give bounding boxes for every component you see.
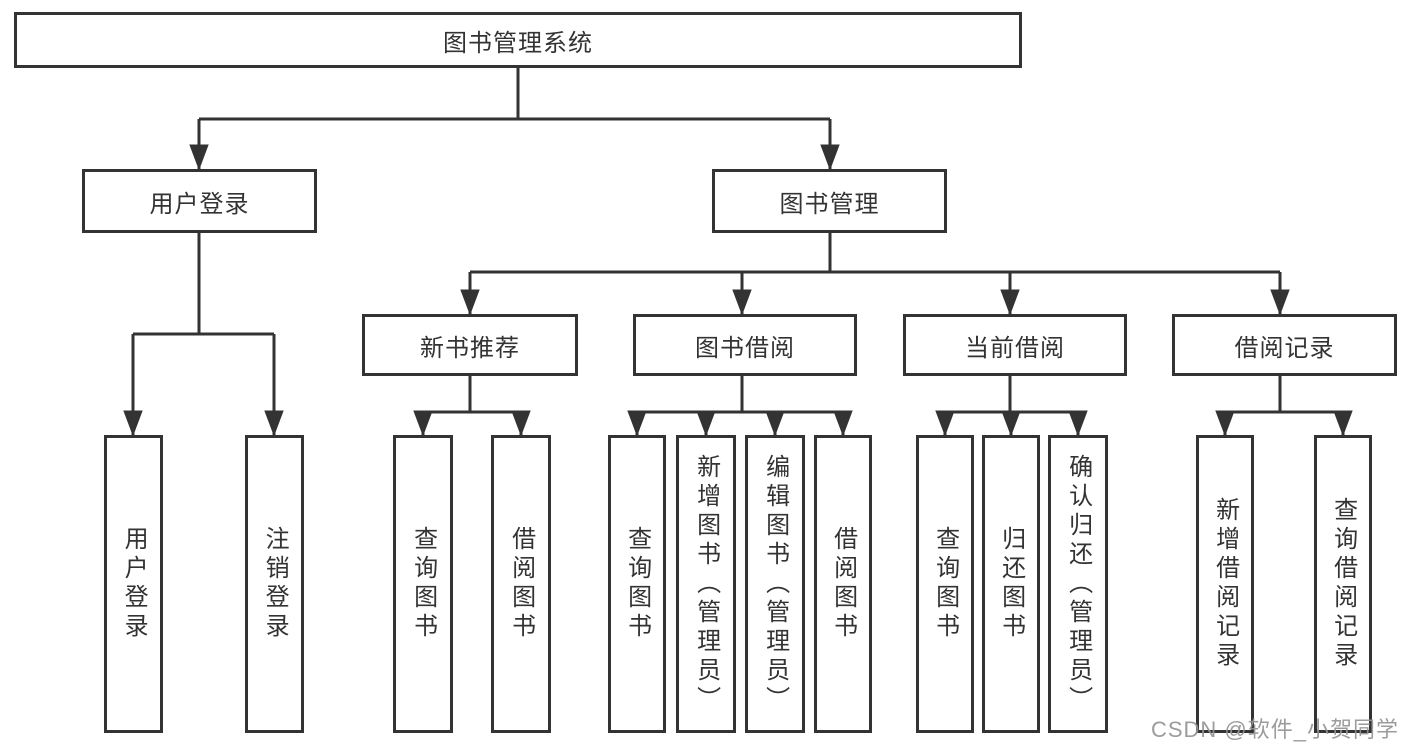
leaf-query-books-current: 查询图书 xyxy=(916,435,974,733)
leaf-query-books-borrowing-label: 查询图书 xyxy=(623,526,651,642)
leaf-query-books-borrowing: 查询图书 xyxy=(608,435,666,733)
node-borrowing-records: 借阅记录 xyxy=(1172,314,1397,376)
leaf-return-books: 归还图书 xyxy=(982,435,1040,733)
leaf-query-borrow-record: 查询借阅记录 xyxy=(1314,435,1372,733)
csdn-watermark: CSDN @软件_小贺同学 xyxy=(1150,717,1399,742)
leaf-query-books-recommend: 查询图书 xyxy=(393,435,453,733)
leaf-query-borrow-record-label: 查询借阅记录 xyxy=(1329,497,1357,671)
leaf-logout: 注销登录 xyxy=(245,435,304,733)
leaf-confirm-return-admin: 确认归还（管理员） xyxy=(1048,435,1108,733)
leaf-return-books-label: 归还图书 xyxy=(997,526,1025,642)
leaf-user-login: 用户登录 xyxy=(104,435,163,733)
node-book-borrowing: 图书借阅 xyxy=(633,314,857,376)
leaf-add-borrow-record-label: 新增借阅记录 xyxy=(1211,497,1239,671)
leaf-confirm-return-admin-label: 确认归还（管理员） xyxy=(1064,453,1092,715)
leaf-borrow-books-recommend-label: 借阅图书 xyxy=(507,526,535,642)
leaf-logout-label: 注销登录 xyxy=(261,526,289,642)
node-user-login: 用户登录 xyxy=(82,169,317,233)
leaf-query-books-recommend-label: 查询图书 xyxy=(409,526,437,642)
node-book-management: 图书管理 xyxy=(712,169,947,233)
node-new-book-recommend: 新书推荐 xyxy=(362,314,578,376)
node-current-borrowing: 当前借阅 xyxy=(903,314,1127,376)
leaf-add-books-admin-label: 新增图书（管理员） xyxy=(692,453,720,715)
leaf-borrow-books-borrowing: 借阅图书 xyxy=(814,435,872,733)
leaf-borrow-books-borrowing-label: 借阅图书 xyxy=(829,526,857,642)
leaf-add-borrow-record: 新增借阅记录 xyxy=(1196,435,1254,733)
leaf-edit-books-admin: 编辑图书（管理员） xyxy=(745,435,805,733)
node-library-system: 图书管理系统 xyxy=(14,12,1022,68)
leaf-edit-books-admin-label: 编辑图书（管理员） xyxy=(761,453,789,715)
leaf-borrow-books-recommend: 借阅图书 xyxy=(491,435,551,733)
leaf-query-books-current-label: 查询图书 xyxy=(931,526,959,642)
leaf-user-login-label: 用户登录 xyxy=(120,526,148,642)
leaf-add-books-admin: 新增图书（管理员） xyxy=(676,435,736,733)
